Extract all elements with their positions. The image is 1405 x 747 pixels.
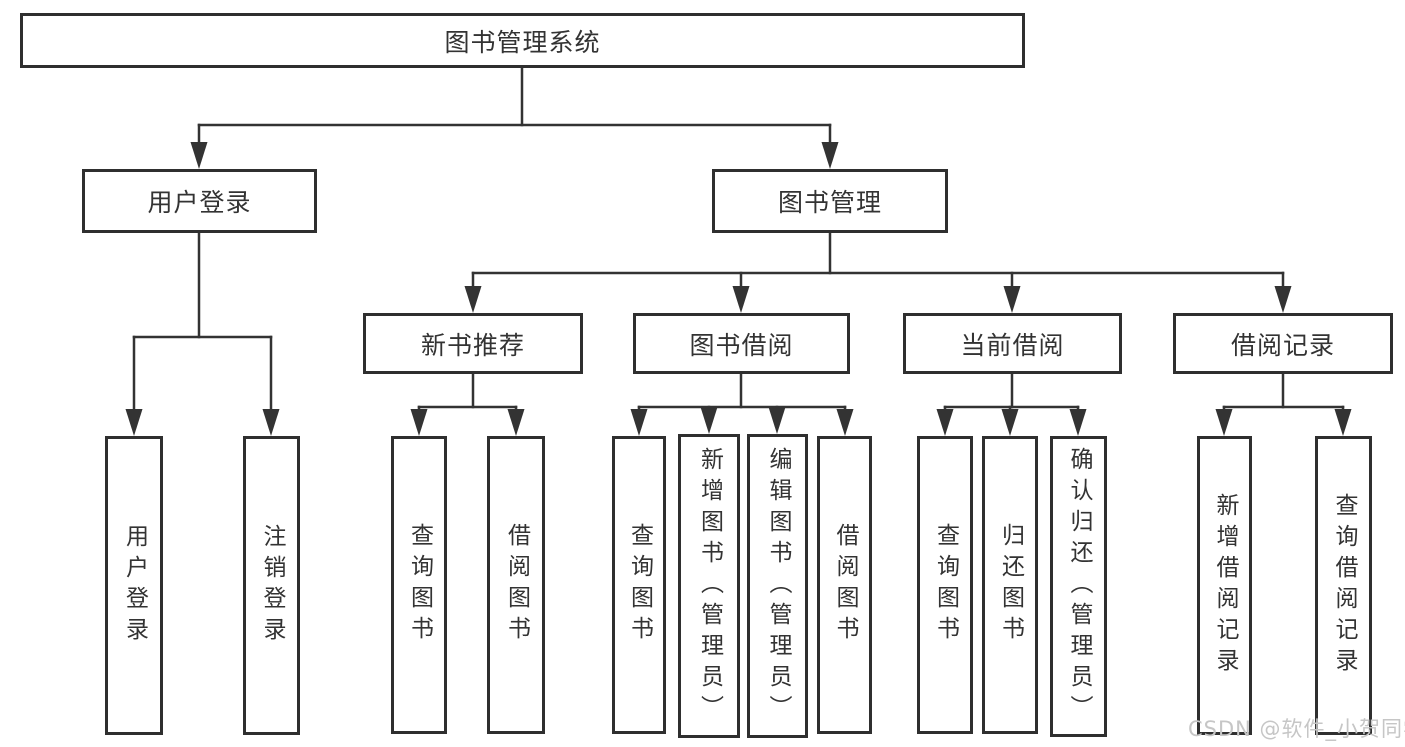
node-label-new-book-rec: 新书推荐 <box>420 330 525 360</box>
arrowhead-icon <box>1001 409 1019 436</box>
node-label-root: 图书管理系统 <box>444 27 601 57</box>
arrowhead-icon <box>262 409 280 436</box>
node-bb-add-book: 新增图书（管理员） <box>678 434 740 738</box>
node-new-book-rec: 新书推荐 <box>363 313 583 374</box>
node-bb-query-book: 查询图书 <box>612 436 666 734</box>
connector-from-root <box>190 66 839 169</box>
node-label-cb-query-book: 查询图书 <box>932 523 959 647</box>
arrowhead-icon <box>1003 286 1021 313</box>
node-label-rec-borrow-book: 借阅图书 <box>503 523 530 647</box>
node-user-login-group: 用户登录 <box>82 169 317 233</box>
arrowhead-icon <box>1334 409 1352 436</box>
connector-from-book-mgmt-group <box>464 231 1292 313</box>
arrowhead-icon <box>821 142 839 169</box>
connector-from-user-login-group <box>125 231 280 436</box>
node-bb-edit-book: 编辑图书（管理员） <box>747 434 808 738</box>
arrowhead-icon <box>1274 286 1292 313</box>
node-label-current-borrow: 当前借阅 <box>960 330 1065 360</box>
node-label-cb-confirm-return: 确认归还（管理员） <box>1066 447 1092 726</box>
node-current-borrow: 当前借阅 <box>903 313 1122 374</box>
arrowhead-icon <box>464 286 482 313</box>
connector-from-new-book-rec <box>410 372 525 436</box>
node-label-cb-return-book: 归还图书 <box>997 523 1024 647</box>
connector-from-borrow-records <box>1215 372 1352 436</box>
node-label-logout: 注销登录 <box>259 523 285 648</box>
arrowhead-icon <box>507 409 525 436</box>
connector-from-book-borrow <box>630 372 854 436</box>
arrowhead-icon <box>936 409 954 436</box>
arrowhead-icon <box>630 409 648 436</box>
arrowhead-icon <box>410 409 428 436</box>
node-cb-return-book: 归还图书 <box>982 436 1038 734</box>
node-label-borrow-records: 借阅记录 <box>1230 330 1335 360</box>
node-borrow-records: 借阅记录 <box>1173 313 1393 374</box>
node-label-rec-query-book: 查询图书 <box>406 523 433 647</box>
arrowhead-icon <box>768 407 786 434</box>
arrowhead-icon <box>1069 409 1087 436</box>
node-root: 图书管理系统 <box>20 13 1025 68</box>
node-br-query-record: 查询借阅记录 <box>1315 436 1372 735</box>
node-cb-confirm-return: 确认归还（管理员） <box>1050 436 1107 737</box>
node-br-add-record: 新增借阅记录 <box>1197 436 1252 735</box>
node-bb-borrow-book: 借阅图书 <box>817 436 872 734</box>
node-label-user-login-group: 用户登录 <box>147 188 252 217</box>
node-rec-query-book: 查询图书 <box>391 436 447 734</box>
node-label-bb-edit-book: 编辑图书（管理员） <box>765 446 791 726</box>
watermark: CSDN @软件_小贺同学 <box>1188 717 1405 741</box>
node-cb-query-book: 查询图书 <box>917 436 973 734</box>
node-label-book-mgmt-group: 图书管理 <box>777 188 882 217</box>
arrowhead-icon <box>125 409 143 436</box>
node-rec-borrow-book: 借阅图书 <box>487 436 545 734</box>
node-label-bb-add-book: 新增图书（管理员） <box>696 446 723 726</box>
node-label-br-add-record: 新增借阅记录 <box>1212 492 1238 679</box>
node-label-user-login: 用户登录 <box>121 523 148 648</box>
node-label-bb-query-book: 查询图书 <box>626 523 653 647</box>
node-label-br-query-record: 查询借阅记录 <box>1331 492 1357 679</box>
node-logout: 注销登录 <box>243 436 300 735</box>
arrowhead-icon <box>1215 409 1233 436</box>
node-label-bb-borrow-book: 借阅图书 <box>832 523 858 647</box>
arrowhead-icon <box>190 142 208 169</box>
node-book-borrow: 图书借阅 <box>633 313 850 374</box>
arrowhead-icon <box>700 407 718 434</box>
connector-from-current-borrow <box>936 372 1087 436</box>
node-label-book-borrow: 图书借阅 <box>689 330 794 360</box>
arrowhead-icon <box>732 286 750 313</box>
node-book-mgmt-group: 图书管理 <box>712 169 948 233</box>
arrowhead-icon <box>836 409 854 436</box>
node-user-login: 用户登录 <box>105 436 163 735</box>
